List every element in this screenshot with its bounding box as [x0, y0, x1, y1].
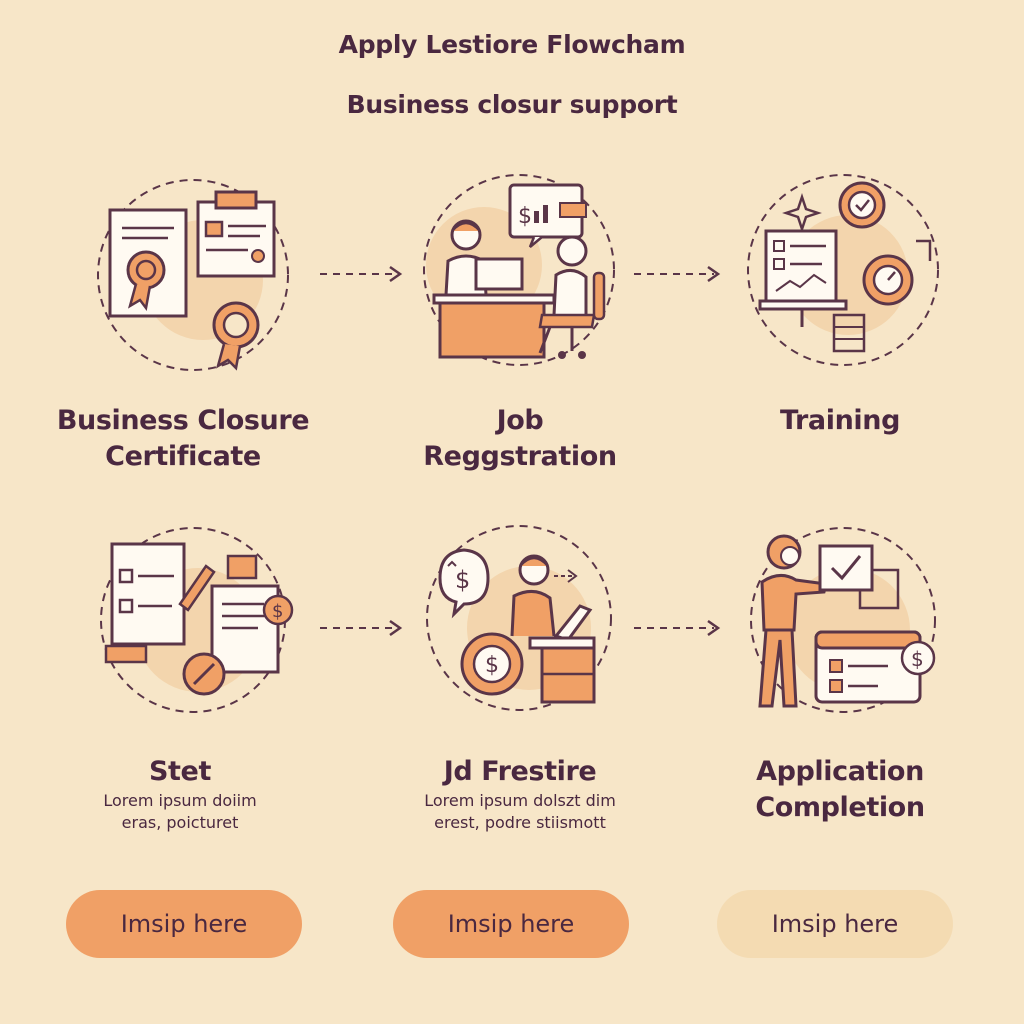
svg-text:$: $ [272, 601, 283, 622]
page-title: Apply Lestiore Flowcham [338, 30, 686, 59]
svg-text:$: $ [485, 653, 499, 678]
svg-text:$: $ [455, 566, 470, 594]
page-subtitle: Business closur support [346, 90, 678, 119]
application-completion-icon: $ [750, 527, 936, 713]
documents-icon: $ [100, 527, 294, 713]
training-icon [747, 174, 939, 366]
finance-worker-icon: $ $ [426, 525, 612, 711]
step-label-stet: Stet [149, 756, 211, 787]
arrow-right-icon [634, 619, 721, 637]
step-label-jd-frestire: Jd Frestire [443, 756, 597, 787]
imsip-here-button-1[interactable]: Imsip here [66, 890, 302, 958]
svg-text:$: $ [518, 204, 532, 229]
step-label-training: Training [779, 405, 901, 436]
arrow-right-icon [320, 265, 403, 283]
arrow-right-icon [634, 265, 721, 283]
job-registration-icon: $ [423, 174, 615, 366]
arrow-right-icon [320, 619, 403, 637]
svg-text:$: $ [911, 647, 924, 671]
imsip-here-button-3[interactable]: Imsip here [717, 890, 953, 958]
certificate-icon [97, 179, 289, 371]
imsip-here-button-2[interactable]: Imsip here [393, 890, 629, 958]
